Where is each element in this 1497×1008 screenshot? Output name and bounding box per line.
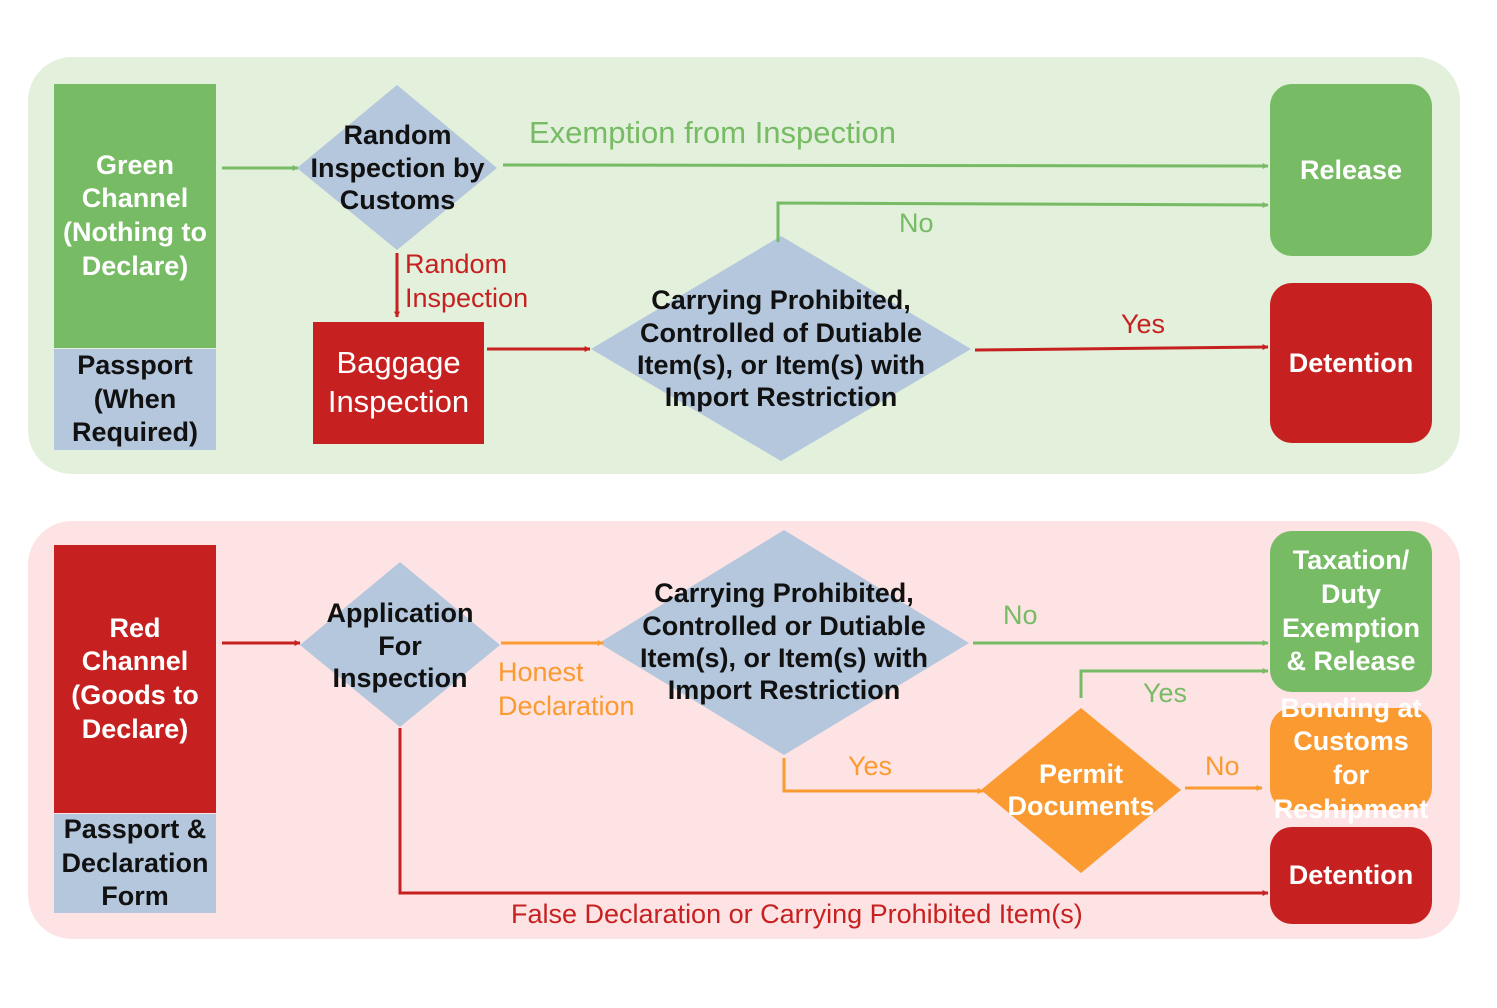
arrow-no-release xyxy=(776,201,1269,242)
exemption-label: Exemption from Inspection xyxy=(529,115,897,150)
random-inspection-diamond xyxy=(297,85,497,250)
passport-declaration-box: Passport & Declaration Form xyxy=(54,814,216,913)
arrow-exemption xyxy=(502,162,1269,169)
yes-label-permit: Yes xyxy=(1143,678,1188,708)
detention-box-red: Detention xyxy=(1270,827,1432,924)
random-inspection-label: Random Inspection xyxy=(405,249,529,313)
bonding-label: Bonding at Customs for Reshipment xyxy=(1273,692,1429,824)
green-channel-box: Green Channel (Nothing to Declare) xyxy=(54,84,216,348)
permit-diamond xyxy=(981,708,1181,873)
carrying-diamond-green-label: Carrying Prohibited, Controlled of Dutia… xyxy=(636,285,926,413)
arrow-yes-permit xyxy=(782,758,984,794)
yes-label-red-bottom: Yes xyxy=(848,751,893,781)
taxation-box: Taxation/ Duty Exemption & Release xyxy=(1270,531,1432,692)
release-label: Release xyxy=(1299,154,1403,185)
no-label-permit: No xyxy=(1205,751,1240,781)
detention-label-red: Detention xyxy=(1288,860,1414,890)
no-label-red-top: No xyxy=(1003,600,1038,630)
detention-label-green: Detention xyxy=(1288,347,1414,378)
carrying-diamond-red-label: Carrying Prohibited, Controlled or Dutia… xyxy=(639,578,929,706)
detention-box-green: Detention xyxy=(1270,283,1432,443)
passport-when-required-box: Passport (When Required) xyxy=(54,349,216,450)
yes-label-green: Yes xyxy=(1121,309,1166,339)
passport-when-required-label: Passport (When Required) xyxy=(71,349,198,448)
arrow-false-declaration xyxy=(398,728,1269,896)
red-channel-box-label: Red Channel (Goods to Declare) xyxy=(71,612,199,744)
no-label-green: No xyxy=(899,208,934,238)
false-declaration-label: False Declaration or Carrying Prohibited… xyxy=(511,899,1083,929)
taxation-label: Taxation/ Duty Exemption & Release xyxy=(1281,545,1421,677)
application-diamond xyxy=(300,562,500,727)
permit-diamond-label: Permit Documents xyxy=(1007,758,1155,821)
arrow-yes-detention xyxy=(974,344,1269,352)
green-channel-box-label: Green Channel (Nothing to Declare) xyxy=(63,149,207,281)
bonding-box: Bonding at Customs for Reshipment xyxy=(1270,693,1432,824)
arrow-permit-yes xyxy=(1079,668,1269,698)
release-box: Release xyxy=(1270,84,1432,256)
random-inspection-diamond-label: Random Inspection by Customs xyxy=(310,120,485,216)
carrying-diamond-green xyxy=(591,236,971,461)
application-diamond-label: Application For Inspection xyxy=(326,598,474,694)
red-channel-box: Red Channel (Goods to Declare) xyxy=(54,545,216,813)
honest-declaration-label: Honest Declaration xyxy=(498,657,635,721)
baggage-inspection-box: Baggage Inspection xyxy=(313,322,484,444)
carrying-diamond-red xyxy=(599,530,969,755)
passport-declaration-label: Passport & Declaration Form xyxy=(61,813,209,912)
baggage-inspection-label: Baggage Inspection xyxy=(327,345,470,419)
